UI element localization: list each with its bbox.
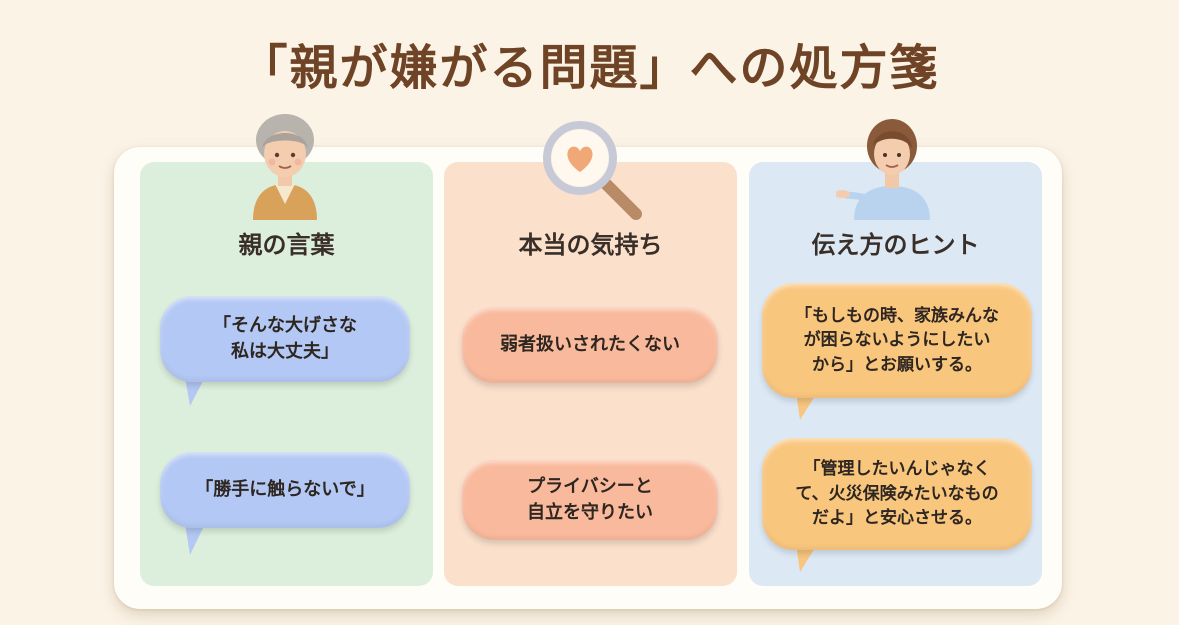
parent-words-heading: 親の言葉 (238, 231, 335, 259)
magnifier-heart-icon (543, 121, 642, 220)
elderly-woman-icon (253, 114, 317, 220)
communication-hints-heading: 伝え方のヒント (811, 231, 980, 259)
hint-2: 「管理したいんじゃなく て、火災保険みたいなもの だよ」と安心させる。 (762, 438, 1032, 550)
parent-quote-2: 「勝手に触らないで」 (160, 452, 410, 528)
feeling-1: 弱者扱いされたくない (462, 307, 718, 383)
hint-1: 「もしもの時、家族みんな が困らないようにしたい から」とお願いする。 (762, 283, 1032, 398)
parent-quote-1: 「そんな大げさな 私は大丈夫」 (160, 296, 410, 382)
true-feelings-heading: 本当の気持ち (518, 231, 663, 259)
presenting-woman-icon (836, 119, 930, 220)
page-title: 「親が嫌がる問題」への処方箋 (239, 40, 940, 96)
feeling-2: プライバシーと 自立を守りたい (462, 460, 718, 540)
